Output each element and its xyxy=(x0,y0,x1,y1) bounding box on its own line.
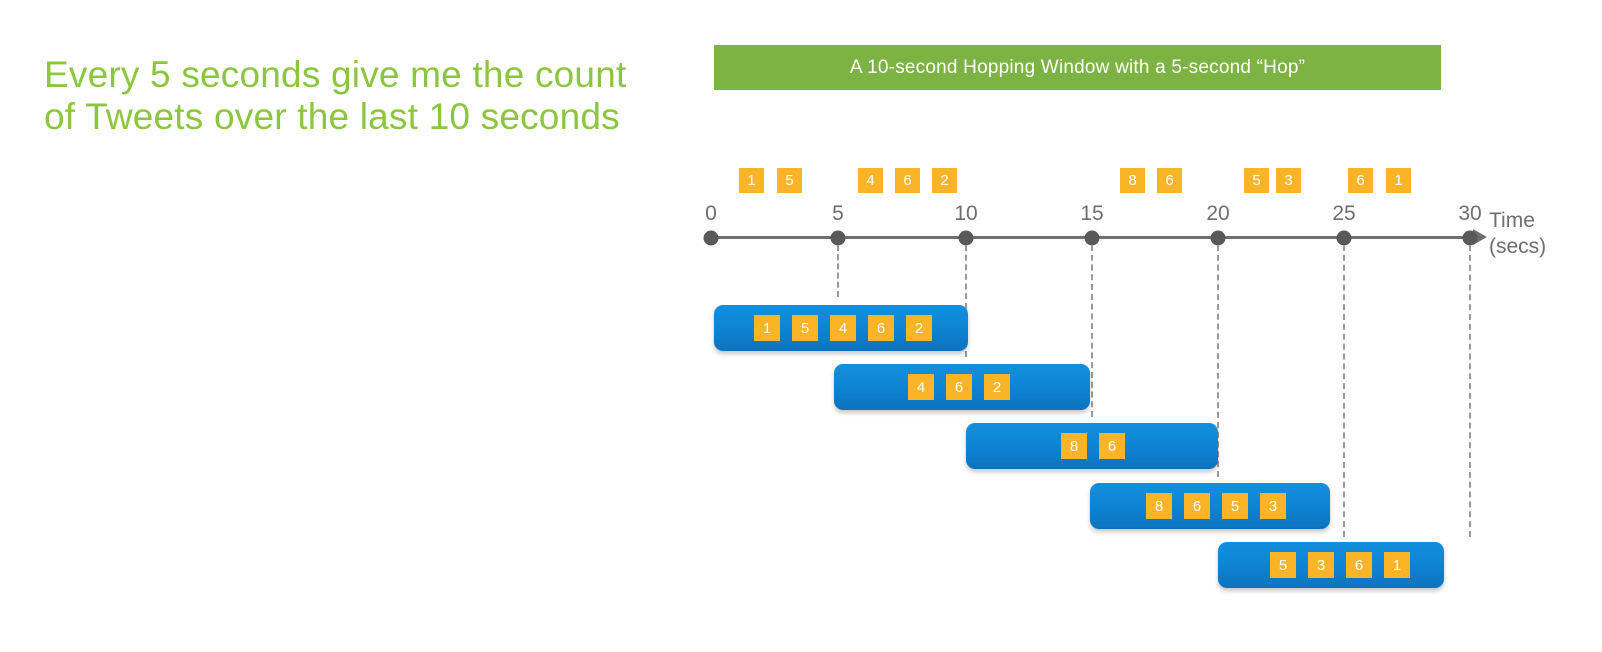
axis-tick-label-0: 0 xyxy=(705,202,717,225)
window-tweet-marker: 3 xyxy=(1308,552,1334,578)
dashed-connector-0 xyxy=(837,245,839,297)
dashed-connector-4 xyxy=(1343,245,1345,537)
axis-tick-label-20: 20 xyxy=(1206,202,1230,225)
diagram-title-text: A 10-second Hopping Window with a 5-seco… xyxy=(849,56,1306,78)
window-tweet-marker: 2 xyxy=(906,315,932,341)
window-tweet-marker: 5 xyxy=(792,315,818,341)
window-tweet-marker: 8 xyxy=(1061,433,1087,459)
time-axis-label-unit: (secs) xyxy=(1489,235,1547,258)
window-tweet-marker: 6 xyxy=(1346,552,1372,578)
axis-tick-dot-15 xyxy=(1084,230,1100,246)
window-tweet-marker: 1 xyxy=(754,315,780,341)
window-tweet-marker: 3 xyxy=(1260,493,1286,519)
window-tweet-marker: 6 xyxy=(946,374,972,400)
axis-tick-label-30: 30 xyxy=(1458,202,1482,225)
tweet-marker: 8 xyxy=(1120,168,1145,193)
tweet-marker: 1 xyxy=(1386,168,1411,193)
window-tweet-marker: 4 xyxy=(830,315,856,341)
tweet-marker: 5 xyxy=(777,168,802,193)
dashed-connector-5 xyxy=(1469,245,1471,537)
window-tweet-marker: 5 xyxy=(1270,552,1296,578)
tweet-marker: 6 xyxy=(895,168,920,193)
axis-tick-label-25: 25 xyxy=(1332,202,1356,225)
axis-tick-dot-25 xyxy=(1336,230,1352,246)
diagram-title-banner: A 10-second Hopping Window with a 5-seco… xyxy=(714,45,1441,90)
window-tweet-marker: 8 xyxy=(1146,493,1172,519)
axis-tick-label-10: 10 xyxy=(954,202,978,225)
axis-tick-dot-0 xyxy=(703,230,719,246)
window-tweet-marker: 6 xyxy=(868,315,894,341)
tweet-marker: 2 xyxy=(932,168,957,193)
dashed-connector-3 xyxy=(1217,245,1219,477)
tweet-marker: 4 xyxy=(858,168,883,193)
tweet-marker: 6 xyxy=(1157,168,1182,193)
tweet-marker: 3 xyxy=(1276,168,1301,193)
time-axis-label: Time (secs) xyxy=(1489,208,1546,260)
axis-tick-label-15: 15 xyxy=(1080,202,1104,225)
axis-tick-dot-10 xyxy=(958,230,974,246)
window-tweet-marker: 6 xyxy=(1184,493,1210,519)
tweet-marker: 1 xyxy=(739,168,764,193)
axis-tick-dot-20 xyxy=(1210,230,1226,246)
axis-tick-label-5: 5 xyxy=(832,202,844,225)
dashed-connector-2 xyxy=(1091,245,1093,417)
axis-tick-dot-30 xyxy=(1462,230,1478,246)
window-tweet-marker: 1 xyxy=(1384,552,1410,578)
window-tweet-marker: 4 xyxy=(908,374,934,400)
dashed-connector-1 xyxy=(965,245,967,357)
window-tweet-marker: 2 xyxy=(984,374,1010,400)
page-title: Every 5 seconds give me the count of Twe… xyxy=(44,54,627,137)
time-axis-label-main: Time xyxy=(1489,209,1535,232)
window-tweet-marker: 6 xyxy=(1099,433,1125,459)
tweet-marker: 6 xyxy=(1348,168,1373,193)
axis-tick-dot-5 xyxy=(830,230,846,246)
tweet-marker: 5 xyxy=(1244,168,1269,193)
window-tweet-marker: 5 xyxy=(1222,493,1248,519)
